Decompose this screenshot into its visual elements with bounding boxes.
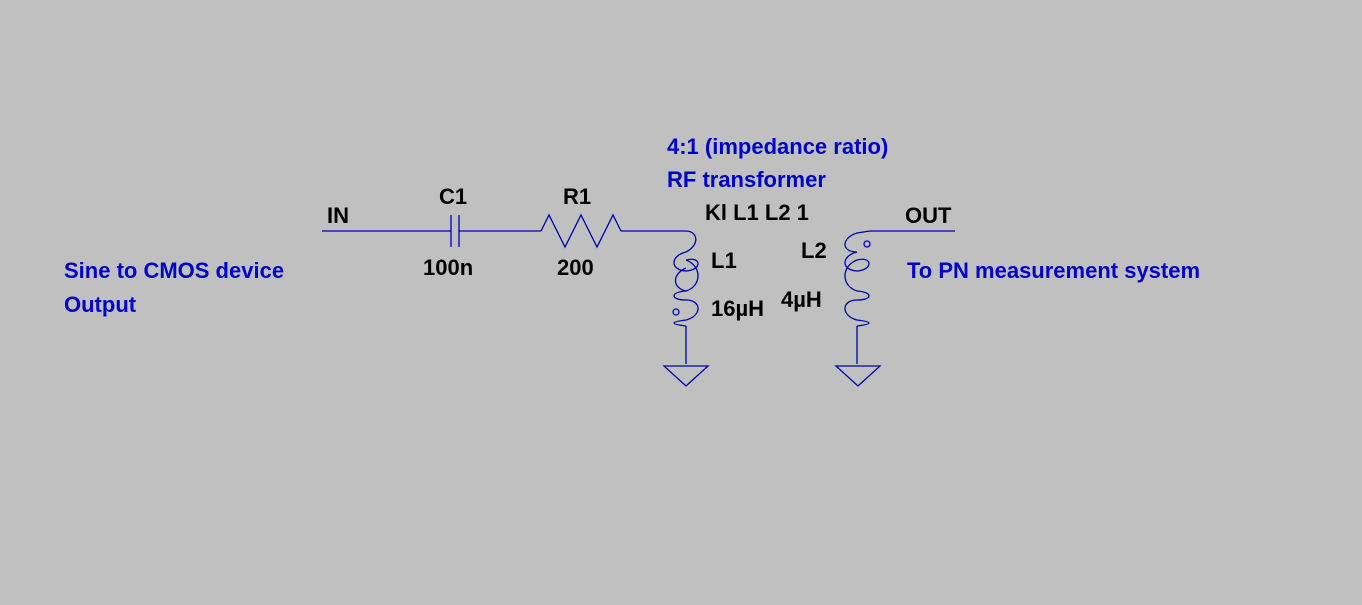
c1-ref: C1 [439,184,467,209]
inductor-l1[interactable] [673,251,699,364]
net-label-in: IN [327,203,349,228]
transformer-note-line2[interactable]: RF transformer [667,167,826,192]
c1-value: 100n [423,255,473,280]
r1-ref: R1 [563,184,591,209]
source-note-line1[interactable]: Sine to CMOS device [64,258,284,283]
resistor-r1[interactable] [540,213,622,249]
l2-value: 4µH [781,287,822,312]
net-label-out: OUT [905,203,952,228]
wire-r1-to-l1[interactable] [621,230,697,253]
ground-symbol-l1 [662,365,710,387]
l1-polarity-dot [672,308,680,316]
ground-symbol-l2 [834,365,882,387]
l1-ref: L1 [711,248,737,273]
load-note[interactable]: To PN measurement system [907,258,1200,283]
coupling-directive[interactable]: Kl L1 L2 1 [705,200,809,225]
inductor-l2[interactable] [844,230,871,364]
l1-value: 16µH [711,296,764,321]
capacitor-c1[interactable] [450,215,460,247]
transformer-note-line1[interactable]: 4:1 (impedance ratio) [667,134,888,159]
r1-value: 200 [557,255,594,280]
l2-ref: L2 [801,238,827,263]
source-note-line2[interactable]: Output [64,292,137,317]
l2-polarity-dot [863,240,871,248]
